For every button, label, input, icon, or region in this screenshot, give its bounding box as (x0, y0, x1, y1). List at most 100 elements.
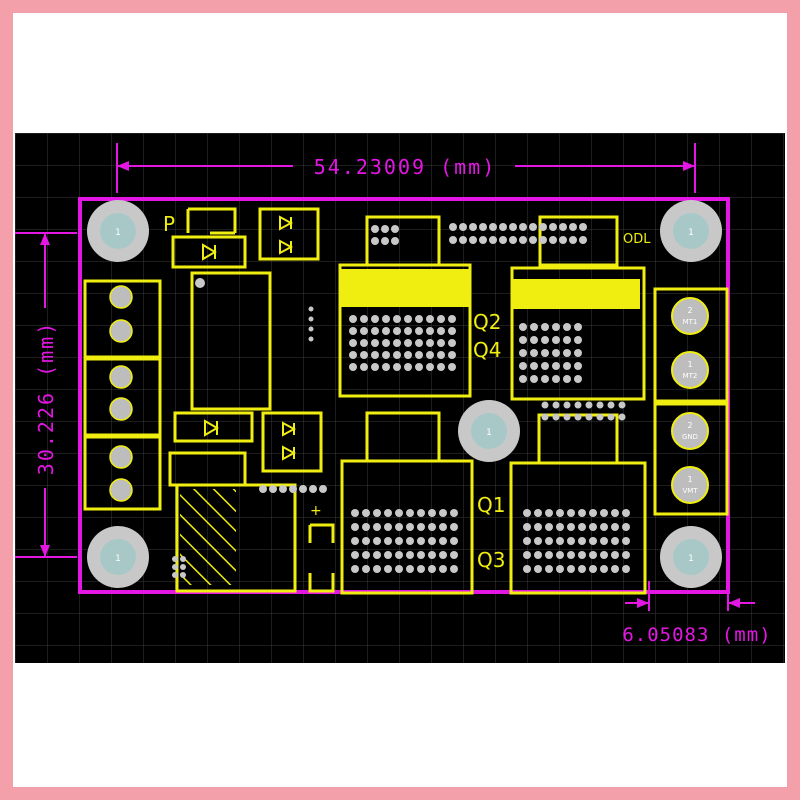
via-pad (589, 523, 597, 531)
via-pad (574, 349, 582, 357)
via-pad (448, 363, 456, 371)
terminal-pad (109, 285, 133, 309)
mount-hole-bottom-left: 1 (87, 526, 149, 588)
via-pad (360, 339, 368, 347)
via-pad (404, 339, 412, 347)
terminal-gnd-num: 2 (687, 421, 692, 430)
via-pad (563, 349, 571, 357)
via-pad (545, 509, 553, 517)
via-pad (563, 413, 571, 421)
via-pad (384, 509, 392, 517)
via-pad (479, 223, 487, 231)
via-pad (556, 523, 564, 531)
via-pad (373, 509, 381, 517)
via-pad (611, 551, 619, 559)
via-pad (556, 565, 564, 573)
via-pad (259, 485, 267, 493)
via-pad (578, 565, 586, 573)
via-pad (489, 223, 497, 231)
via-pad (382, 339, 390, 347)
via-pad (349, 363, 357, 371)
q2-heat-bar (340, 269, 470, 307)
via-pad (437, 315, 445, 323)
designator-odl: ODL (623, 232, 651, 247)
top-diode-outline (171, 235, 247, 269)
q4-outline (510, 266, 646, 401)
capacitor-hatch (180, 489, 236, 585)
via-pad (289, 485, 297, 493)
via-pad (469, 236, 477, 244)
via-pad (578, 509, 586, 517)
via-pad (439, 565, 447, 573)
width-dimension-label: 54.23009 (mm) (314, 155, 497, 179)
via-pad (523, 551, 531, 559)
designator-q2: Q2 (473, 310, 501, 334)
via-pad (426, 363, 434, 371)
via-pad (351, 509, 359, 517)
via-pad (404, 351, 412, 359)
via-pad (362, 537, 370, 545)
via-pad (519, 223, 527, 231)
via-pad (563, 375, 571, 383)
via-pad (349, 339, 357, 347)
via-pad (391, 237, 399, 245)
designator-q3: Q3 (477, 548, 505, 572)
via-pad (600, 565, 608, 573)
via-pad (552, 362, 560, 370)
via-pad (499, 236, 507, 244)
left-terminal-pads (109, 285, 133, 502)
via-pad (530, 336, 538, 344)
via-pad (559, 236, 567, 244)
via-pad (351, 565, 359, 573)
via-pad (415, 351, 423, 359)
terminal-block-2 (83, 357, 162, 437)
via-pads (172, 223, 630, 578)
mount-hole-label: 1 (688, 228, 694, 238)
via-pad (585, 401, 593, 409)
via-pad (534, 523, 542, 531)
terminal-mt2-num: 1 (687, 360, 692, 369)
via-pad (574, 375, 582, 383)
via-pad (541, 336, 549, 344)
via-pad (622, 565, 630, 573)
via-pad (450, 551, 458, 559)
via-pad (439, 523, 447, 531)
via-pad (569, 223, 577, 231)
via-pad (552, 336, 560, 344)
via-pad (373, 565, 381, 573)
via-pad (382, 363, 390, 371)
via-pad (180, 564, 186, 570)
terminal-pad (109, 365, 133, 389)
mount-hole-label: 1 (115, 228, 121, 238)
via-pad (384, 565, 392, 573)
via-pad (574, 336, 582, 344)
via-pad (308, 326, 314, 332)
via-pad (362, 523, 370, 531)
via-pad (611, 523, 619, 531)
via-pad (371, 363, 379, 371)
via-pad (381, 225, 389, 233)
terminal-mt1-num: 2 (687, 306, 692, 315)
via-pad (574, 401, 582, 409)
terminal-vmt (671, 466, 709, 504)
via-pad (578, 551, 586, 559)
terminal-pad (109, 478, 133, 502)
via-pad (426, 351, 434, 359)
via-pad (428, 537, 436, 545)
via-pad (415, 315, 423, 323)
via-pad (567, 509, 575, 517)
led-outline-2 (261, 411, 323, 473)
via-pad (449, 236, 457, 244)
power-terminals: 2 GND 1 VMT (671, 412, 709, 504)
via-pad (393, 315, 401, 323)
via-pad (607, 413, 615, 421)
offset-dimension (625, 581, 755, 611)
via-pad (439, 537, 447, 545)
via-pad (530, 362, 538, 370)
via-pad (417, 565, 425, 573)
height-dimension (15, 232, 77, 558)
via-pad (362, 565, 370, 573)
via-pad (552, 401, 560, 409)
via-pad (349, 315, 357, 323)
via-pad (415, 339, 423, 347)
